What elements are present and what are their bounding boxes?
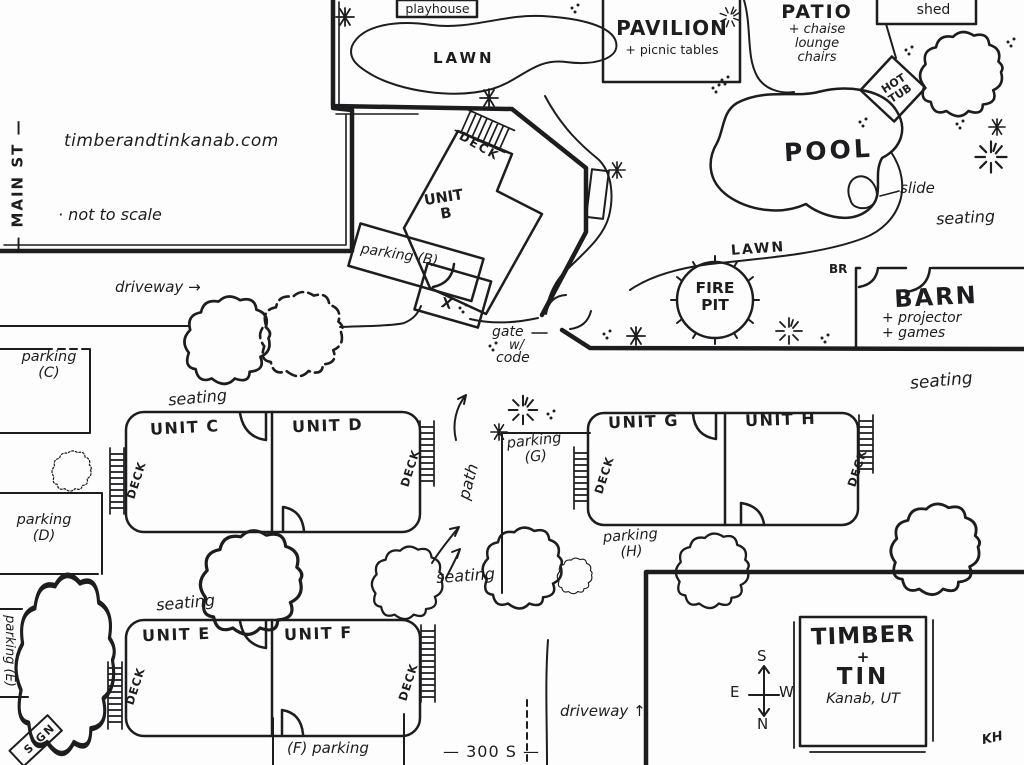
barn-note-1: + projector — [882, 309, 962, 326]
unit-d-label: UNIT D — [291, 414, 364, 437]
fire-pit-label: FIRE PIT — [679, 280, 751, 313]
bench — [585, 168, 610, 220]
unit-c-label: UNIT C — [149, 416, 221, 439]
fire-pit-line1: FIRE — [695, 279, 735, 297]
unit-f-label: UNIT F — [283, 622, 354, 645]
unit-e-label: UNIT E — [141, 623, 212, 646]
br-label: BR — [829, 262, 848, 276]
barn-title: BARN — [893, 280, 979, 314]
landscape-curves — [350, 0, 904, 334]
deck-stairs — [107, 107, 874, 730]
pavilion-building — [601, 0, 742, 84]
parking-f-label: (F) parking — [287, 739, 369, 757]
gate-label-3: code — [496, 350, 530, 366]
scale-note: · not to scale — [58, 205, 162, 224]
compass-s: S — [757, 647, 767, 665]
title-box — [793, 615, 934, 753]
title-name1: TIMBER — [810, 621, 916, 651]
path-arrows — [431, 394, 467, 579]
title-name2: TIN — [836, 664, 890, 691]
lawn-label-top: LAWN — [433, 49, 495, 67]
slide-shape — [847, 175, 878, 210]
playhouse-building — [395, 0, 479, 19]
driveway-east-label: driveway → — [115, 278, 201, 296]
gate-label-2: w/ — [509, 338, 525, 353]
compass-w: W — [779, 683, 794, 701]
website-label: timberandtinkanab.com — [64, 131, 279, 151]
sign-box — [8, 714, 63, 765]
compass-cross — [748, 665, 780, 717]
boundary-double-lines — [3, 1, 419, 246]
parking-c-label: parking (C) — [14, 349, 84, 381]
barn-note-2: + games — [882, 325, 946, 342]
pool-label: POOL — [783, 133, 874, 168]
slide-label: slide — [900, 179, 935, 197]
pool-group — [709, 87, 904, 220]
shed-building — [875, 0, 978, 26]
pavilion-label: PAVILION + picnic tables — [605, 16, 739, 57]
playhouse-label: playhouse — [405, 1, 470, 16]
roads-and-parking-lines — [0, 305, 591, 765]
parking-d-label: parking (D) — [12, 512, 76, 544]
patio-title: PATIO — [781, 1, 853, 23]
patio-note-1: + chaise — [788, 21, 846, 37]
unit-g-label: UNIT G — [607, 410, 680, 433]
barn-label: BARN + projector + games — [872, 280, 1000, 342]
dot-clusters — [458, 3, 1016, 420]
fire-pit-shape — [670, 255, 760, 345]
barn-building — [854, 266, 1024, 350]
driveway-south-label: driveway ↑ — [560, 702, 646, 720]
parking-c-line1: parking — [21, 349, 77, 365]
patio-note-2: lounge — [794, 35, 840, 51]
pavilion-title: PAVILION — [616, 16, 728, 40]
title-plus: + — [856, 647, 870, 666]
parking-h-label: parking (H) — [599, 526, 663, 563]
compass-e: E — [730, 683, 740, 701]
title-city: Kanab, UT — [826, 690, 900, 707]
carport-b — [347, 222, 485, 303]
hot-tub-shape — [859, 55, 927, 123]
parking-e-label: parking (E) — [1, 615, 17, 687]
south-street-label: — 300 S — — [443, 742, 540, 761]
patio-label: PATIO + chaise lounge chairs — [780, 2, 854, 65]
main-street-label: — MAIN ST — — [8, 118, 27, 252]
fire-pit-line2: PIT — [701, 295, 729, 314]
unit-h-label: UNIT H — [744, 408, 817, 431]
seating-path-label: seating — [435, 563, 496, 588]
gate-label-1: gate — [492, 324, 524, 340]
title-block-label: TIMBER + TIN Kanab, UT — [800, 621, 926, 708]
shed-label: shed — [916, 2, 951, 18]
parking-g-label: parking (G) — [504, 430, 567, 468]
parking-d-line2: (D) — [32, 527, 56, 544]
parking-c-line2: (C) — [38, 364, 60, 381]
parking-d-line1: parking — [16, 512, 72, 528]
compass-n: N — [757, 715, 769, 733]
seating-pool-label: seating — [935, 206, 996, 229]
patio-note-3: chairs — [797, 49, 837, 65]
pool-shape — [709, 87, 904, 220]
pavilion-note: + picnic tables — [625, 41, 719, 57]
